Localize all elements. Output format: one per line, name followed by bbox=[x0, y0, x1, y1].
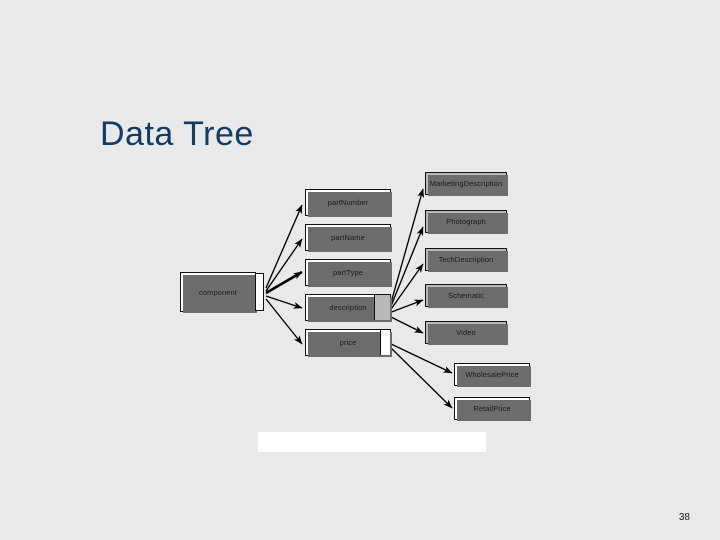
edge-description-photograph bbox=[388, 226, 424, 312]
edge-price-retailprice bbox=[388, 345, 453, 409]
node-parttype[interactable]: partType bbox=[305, 259, 392, 287]
node-partnumber[interactable]: partNumber bbox=[305, 189, 392, 217]
node-parttype-label: partType bbox=[333, 268, 363, 277]
node-video-label: Video bbox=[456, 328, 476, 337]
node-techdescription[interactable]: TechDescription bbox=[425, 248, 508, 272]
blank-caption-bar bbox=[258, 432, 486, 452]
node-partname-label: partName bbox=[331, 233, 365, 242]
node-partnumber-label: partNumber bbox=[327, 198, 369, 207]
edge-description-techdescription bbox=[388, 263, 424, 313]
edge-price-wholesaleprice bbox=[388, 342, 453, 374]
node-description[interactable]: description bbox=[305, 294, 392, 322]
node-techdescription-label: TechDescription bbox=[438, 255, 494, 264]
node-photograph-label: Photograph bbox=[446, 217, 486, 226]
edge-component-parttype bbox=[265, 270, 303, 295]
page-title: Data Tree bbox=[100, 114, 254, 153]
edge-component-partname bbox=[265, 238, 303, 292]
node-component-tab bbox=[255, 273, 264, 311]
node-price-tab bbox=[380, 330, 390, 355]
node-wholesaleprice[interactable]: WholesalePrice bbox=[454, 363, 531, 387]
node-description-label: description bbox=[329, 303, 367, 312]
node-retailprice-label: RetailPrice bbox=[473, 404, 511, 413]
node-component-label: component bbox=[198, 287, 237, 297]
node-marketingdescription[interactable]: MarketingDescription bbox=[425, 172, 508, 196]
edge-description-schematic bbox=[388, 299, 424, 314]
arrow-layer bbox=[265, 188, 453, 409]
edge-description-marketingdescription bbox=[388, 188, 425, 311]
node-schematic-label: Schematic bbox=[448, 291, 484, 300]
node-price-label: price bbox=[339, 338, 357, 347]
page-number: 38 bbox=[678, 512, 690, 523]
edge-description-video bbox=[388, 315, 424, 334]
node-video[interactable]: Video bbox=[425, 321, 508, 345]
node-description-tab bbox=[374, 295, 390, 320]
node-partname[interactable]: partName bbox=[305, 224, 392, 252]
data-tree-diagram: component partNumber partName partType d… bbox=[180, 160, 570, 460]
node-marketingdescription-label: MarketingDescription bbox=[429, 179, 503, 188]
node-price[interactable]: price bbox=[305, 329, 392, 357]
node-schematic[interactable]: Schematic bbox=[425, 284, 508, 308]
node-component[interactable]: component bbox=[180, 272, 264, 313]
node-photograph[interactable]: Photograph bbox=[425, 210, 508, 234]
edge-component-description bbox=[265, 295, 303, 309]
edge-component-price bbox=[265, 298, 303, 345]
node-wholesaleprice-label: WholesalePrice bbox=[465, 370, 519, 379]
edge-component-partnumber bbox=[265, 204, 303, 289]
node-retailprice[interactable]: RetailPrice bbox=[454, 397, 531, 421]
